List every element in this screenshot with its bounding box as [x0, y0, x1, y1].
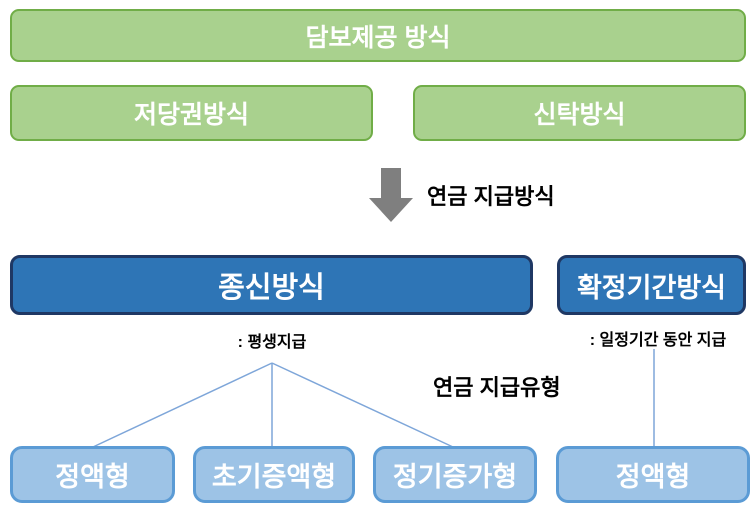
connector-line-right	[271, 362, 454, 448]
lifetime-method-box: 종신방식	[10, 255, 533, 315]
trust-method-box: 신탁방식	[413, 85, 746, 141]
fixed-term-method-label: 확정기간방식	[576, 272, 727, 303]
collateral-method-title: 담보제공 방식	[305, 23, 451, 52]
down-arrow-icon	[369, 168, 413, 222]
collateral-method-header: 담보제공 방식	[10, 9, 746, 62]
fixed-term-method-note: : 일정기간 동안 지급	[589, 332, 727, 349]
trust-method-label: 신탁방식	[533, 101, 626, 129]
lifetime-method-label: 종신방식	[218, 272, 325, 304]
fixed-amount-type-box-fixed-term: 정액형	[556, 446, 750, 503]
mortgage-method-box: 저당권방식	[10, 85, 373, 141]
lifetime-method-note: : 평생지급	[237, 334, 307, 351]
initial-increase-type-label: 초기증액형	[211, 462, 337, 492]
periodic-increase-type-box: 정기증가형	[373, 446, 537, 503]
pension-payment-type-label: 연금 지급유형	[433, 375, 561, 400]
connector-line-left	[92, 362, 273, 448]
initial-increase-type-box: 초기증액형	[193, 446, 355, 503]
fixed-amount-type-box: 정액형	[10, 446, 175, 503]
fixed-amount-type-label: 정액형	[55, 462, 130, 492]
periodic-increase-type-label: 정기증가형	[392, 462, 518, 492]
fixed-term-method-box: 확정기간방식	[557, 255, 746, 315]
pension-payment-method-label: 연금 지급방식	[427, 184, 555, 209]
mortgage-method-label: 저당권방식	[133, 101, 249, 129]
fixed-amount-type-label-fixed-term: 정액형	[615, 462, 691, 492]
